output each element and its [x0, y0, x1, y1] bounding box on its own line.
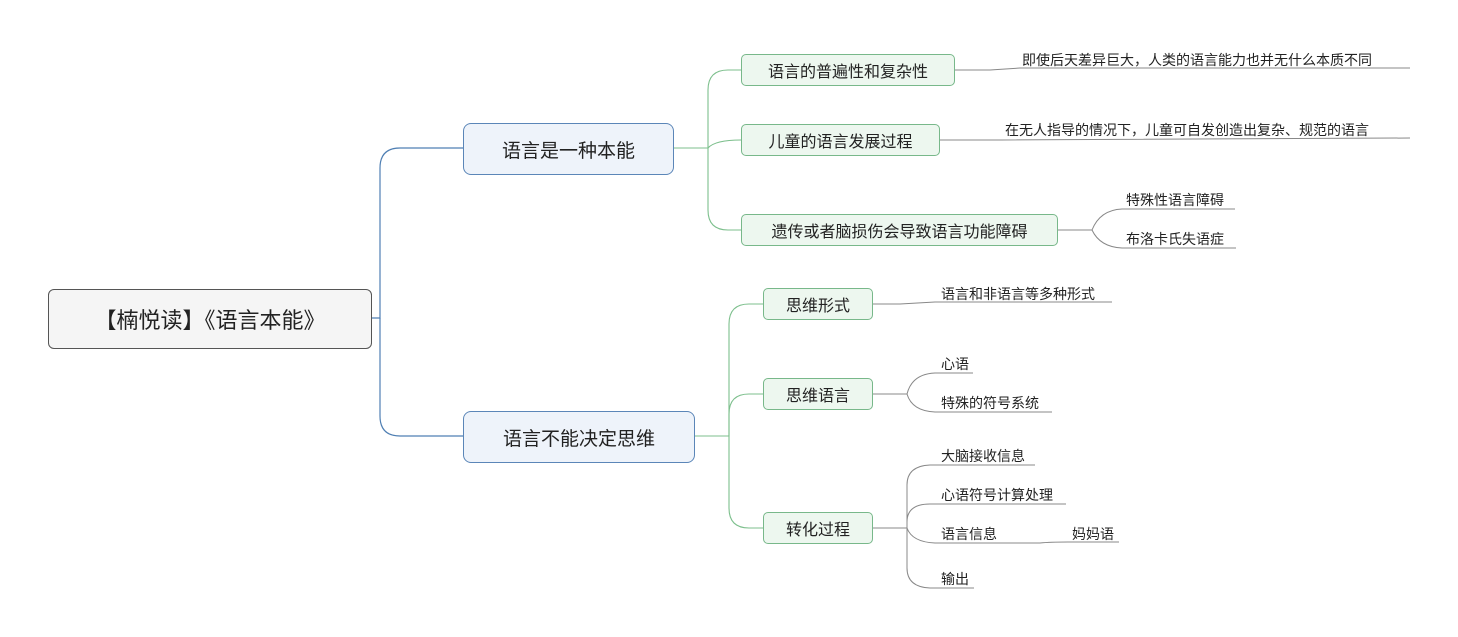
connector-b2-sub2 — [728, 393, 763, 436]
leaf-brain-receives-info[interactable]: 大脑接收信息 — [941, 449, 1025, 465]
connector-leaf-6a — [873, 464, 1035, 529]
leaf-motherese[interactable]: 妈妈语 — [1072, 527, 1114, 543]
subtopic-universality[interactable]: 语言的普遍性和复杂性 — [741, 54, 955, 86]
connector-leaf-4 — [873, 301, 1112, 305]
connector-root-branch1 — [372, 147, 463, 319]
subtopic-thought-forms[interactable]: 思维形式 — [763, 288, 873, 320]
connector-b2-sub1 — [695, 303, 763, 437]
leaf-child-development-detail[interactable]: 在无人指导的情况下，儿童可自发创造出复杂、规范的语言 — [1005, 123, 1369, 139]
leaf-mentalese[interactable]: 心语 — [941, 357, 969, 373]
leaf-broca-aphasia[interactable]: 布洛卡氏失语症 — [1126, 232, 1224, 248]
leaf-special-symbol-system[interactable]: 特殊的符号系统 — [941, 396, 1039, 412]
leaf-language-info[interactable]: 语言信息 — [941, 527, 997, 543]
leaf-thought-forms-detail[interactable]: 语言和非语言等多种形式 — [941, 287, 1095, 303]
connector-leaf-3a — [1058, 208, 1235, 231]
subtopic-thought-language[interactable]: 思维语言 — [763, 378, 873, 410]
connector-leaf-1 — [955, 67, 1410, 71]
connector-b1-sub2 — [707, 139, 742, 149]
connector-root-branch2 — [379, 318, 463, 437]
leaf-output[interactable]: 输出 — [941, 572, 969, 588]
branch-language-is-instinct[interactable]: 语言是一种本能 — [463, 123, 674, 175]
leaf-universality-detail[interactable]: 即使后天差异巨大，人类的语言能力也并无什么本质不同 — [1022, 53, 1372, 69]
connector-leaf-2 — [940, 137, 1411, 141]
subtopic-conversion-process[interactable]: 转化过程 — [763, 512, 873, 544]
root-topic[interactable]: 【楠悦读】《语言本能》 — [48, 289, 372, 349]
connector-leaf-6b — [906, 503, 1066, 528]
connector-leaf-6d — [906, 528, 974, 589]
subtopic-child-development[interactable]: 儿童的语言发展过程 — [741, 124, 940, 156]
connector-leaf-5b — [906, 393, 1052, 413]
connector-b2-sub3 — [728, 436, 763, 529]
connector-leaf-3b — [1091, 229, 1236, 249]
connector-leaf-6c-sub — [1005, 541, 1119, 544]
subtopic-disorders[interactable]: 遗传或者脑损伤会导致语言功能障碍 — [741, 214, 1058, 246]
connector-b1-sub1 — [674, 69, 741, 149]
connector-b1-sub3 — [707, 148, 741, 231]
leaf-specific-language-impairment[interactable]: 特殊性语言障碍 — [1126, 193, 1224, 209]
connector-leaf-5a — [873, 372, 973, 395]
leaf-mentalese-computation[interactable]: 心语符号计算处理 — [941, 488, 1053, 504]
connector-leaf-6c — [906, 527, 1005, 544]
branch-language-not-determine-thought[interactable]: 语言不能决定思维 — [463, 411, 695, 463]
